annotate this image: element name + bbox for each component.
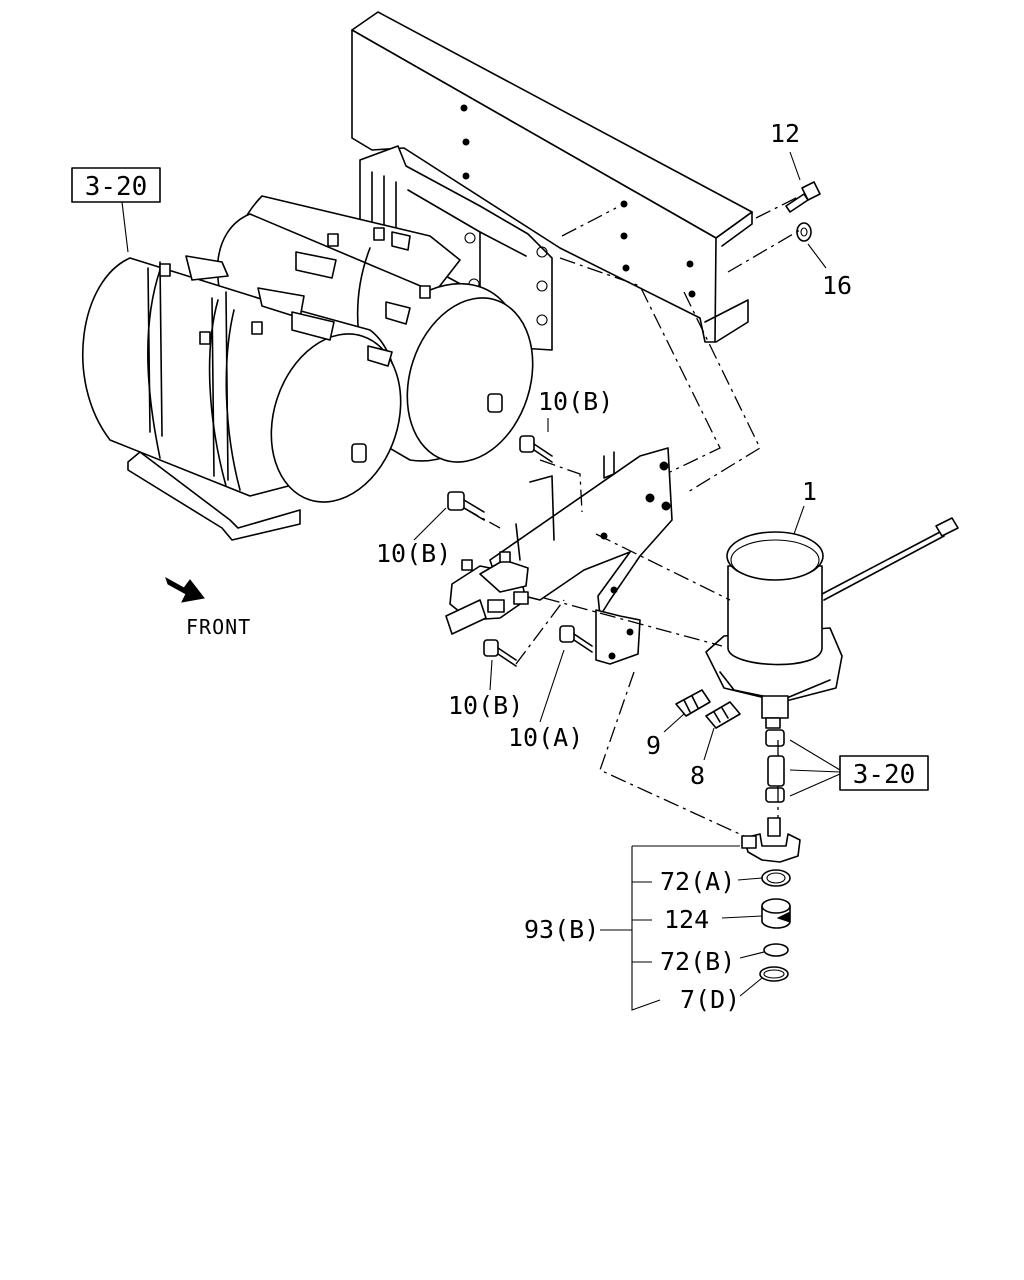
ref-box-right <box>839 755 929 791</box>
callout-9: 9 <box>646 731 661 760</box>
front-arrow-icon <box>165 576 205 603</box>
callout-10b-top: 10(B) <box>538 387 613 416</box>
bolt-10b-bottom <box>483 639 517 667</box>
frame-rail <box>351 11 753 343</box>
callout-1: 1 <box>802 477 817 506</box>
callout-93b: 93(B) <box>524 915 599 944</box>
callout-124: 124 <box>664 905 709 934</box>
callout-72b: 72(B) <box>660 947 735 976</box>
ref-label-top-left: 3-20 <box>85 172 148 202</box>
callout-10b-left: 10(B) <box>376 539 451 568</box>
coupler-stack <box>765 729 785 803</box>
air-tanks <box>82 195 534 541</box>
tank-fittings <box>159 227 503 463</box>
bolt-10a <box>559 625 593 653</box>
tank-mount-bracket <box>359 145 553 351</box>
callout-12: 12 <box>770 119 800 148</box>
washer-16 <box>796 222 812 242</box>
leader-lines <box>121 151 841 1011</box>
snap-ring-7d <box>759 966 789 982</box>
ref-box-top-left <box>71 167 161 203</box>
callout-16: 16 <box>822 271 852 300</box>
dryer-bracket <box>445 447 673 665</box>
front-label: FRONT <box>186 615 251 639</box>
seal-72a <box>761 869 791 887</box>
filter-124 <box>761 898 791 929</box>
fitting-9 <box>675 689 711 717</box>
callout-8: 8 <box>690 761 705 790</box>
callout-10b-bottom: 10(B) <box>448 691 523 720</box>
bolt-10b-left <box>447 491 485 521</box>
center-lines <box>463 195 801 837</box>
fitting-8 <box>705 701 741 729</box>
valve-cluster <box>445 551 529 635</box>
filter-housing <box>741 817 801 863</box>
frame-holes <box>460 104 696 298</box>
callout-72a: 72(A) <box>660 867 735 896</box>
callout-7d: 7(D) <box>680 985 740 1014</box>
bolt-12 <box>785 181 821 213</box>
air-dryer <box>705 517 959 729</box>
callout-10a: 10(A) <box>508 723 583 752</box>
bolt-10b-top <box>519 435 553 463</box>
ref-label-right: 3-20 <box>853 760 916 790</box>
ring-72b <box>763 943 789 957</box>
